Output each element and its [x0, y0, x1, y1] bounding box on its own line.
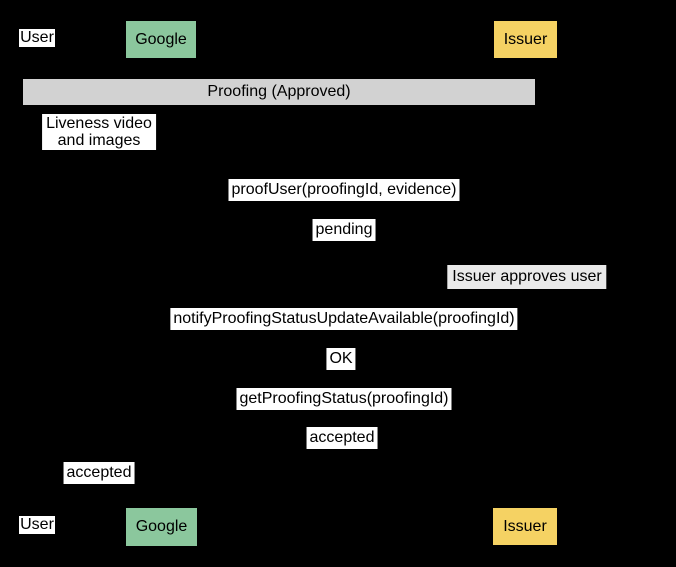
proofing-band-label: Proofing (Approved) — [207, 83, 351, 100]
actor-google-bottom: Google — [126, 508, 197, 546]
message-liveness-video-line1: Liveness video — [46, 115, 152, 132]
proofing-band: Proofing (Approved) — [23, 79, 535, 105]
actor-issuer-top: Issuer — [494, 21, 557, 58]
actor-google-top: Google — [126, 21, 196, 58]
message-get-proofing-status: getProofingStatus(proofingId) — [236, 388, 452, 410]
actor-user-top: User — [19, 29, 55, 47]
message-pending: pending — [312, 219, 376, 241]
message-accepted-from-issuer: accepted — [306, 427, 378, 449]
actor-google-bottom-label: Google — [135, 518, 188, 535]
actor-google-top-label: Google — [135, 30, 187, 48]
actor-user-top-label: User — [20, 29, 54, 46]
actor-issuer-top-label: Issuer — [503, 30, 548, 48]
actor-user-bottom-label: User — [20, 516, 54, 533]
message-accepted-to-user: accepted — [63, 462, 135, 484]
message-ok: OK — [326, 348, 356, 370]
message-liveness-video: Liveness video and images — [42, 114, 156, 150]
actor-user-bottom: User — [19, 516, 55, 534]
message-notify-proofing-status: notifyProofingStatusUpdateAvailable(proo… — [170, 308, 518, 330]
note-issuer-approves-user: Issuer approves user — [447, 265, 607, 289]
message-liveness-video-line2: and images — [57, 132, 141, 149]
message-proof-user: proofUser(proofingId, evidence) — [228, 179, 460, 201]
actor-issuer-bottom-label: Issuer — [503, 517, 547, 535]
actor-issuer-bottom: Issuer — [493, 508, 557, 545]
